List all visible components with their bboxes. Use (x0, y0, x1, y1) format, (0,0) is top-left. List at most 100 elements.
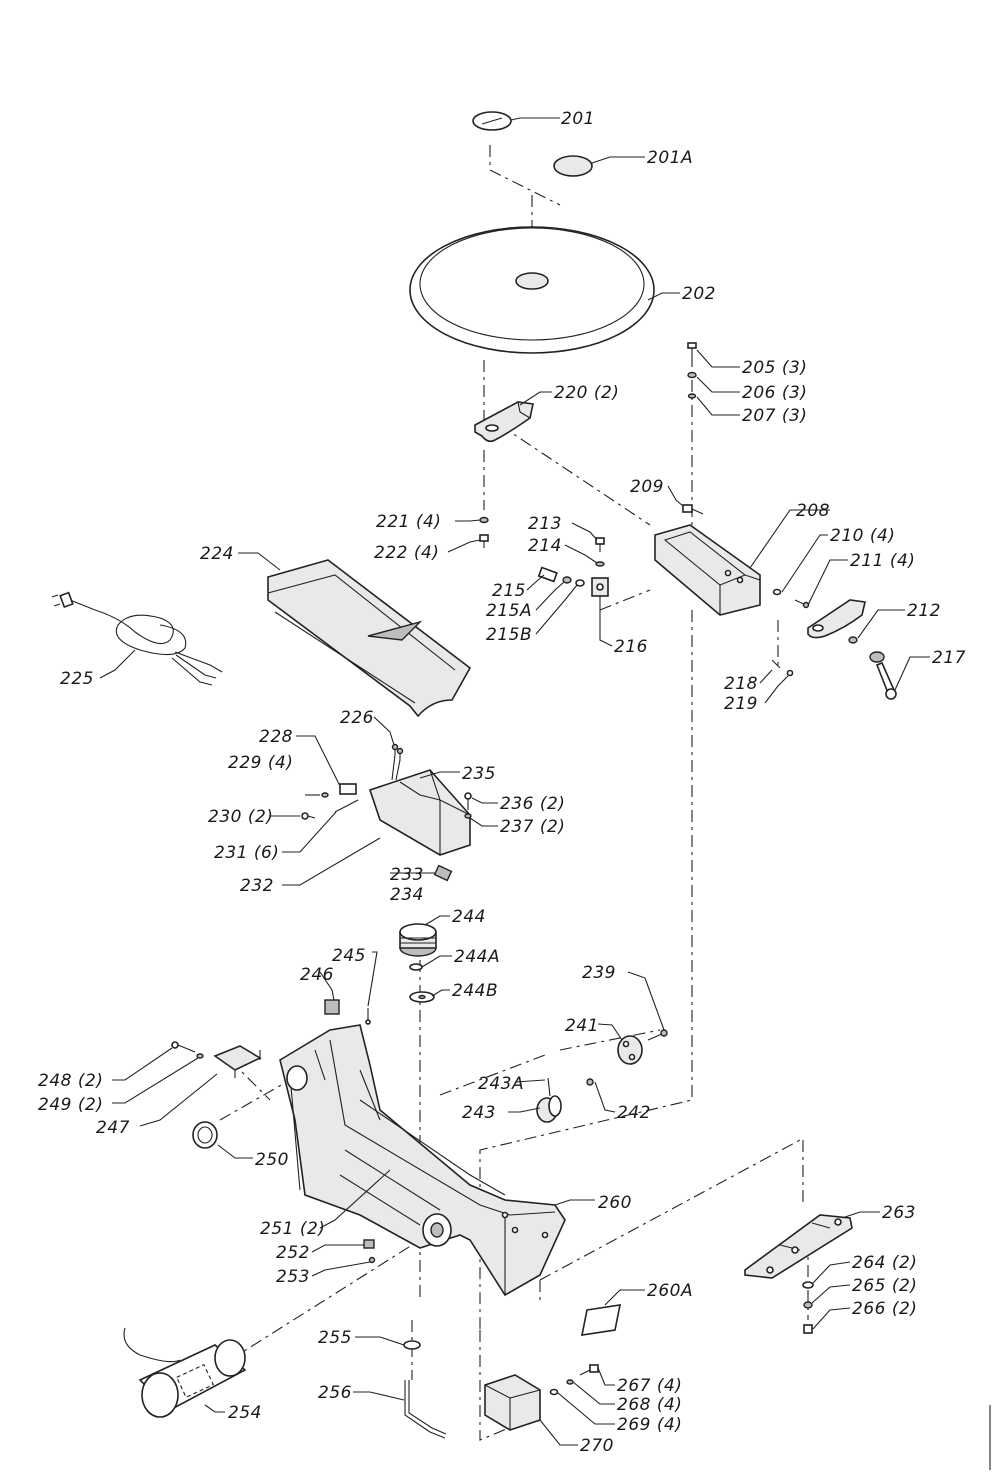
label-225: 225 (60, 669, 94, 689)
part-263-foot (744, 1214, 853, 1279)
part-217-handle (869, 651, 897, 700)
label-235: 235 (462, 764, 496, 784)
part-226-wires (391, 743, 404, 781)
part-242-nut (586, 1078, 594, 1086)
label-268: 268 (4) (617, 1395, 682, 1415)
label-243A: 243A (478, 1074, 524, 1094)
label-233: 233 (390, 865, 424, 885)
label-260: 260 (598, 1193, 632, 1213)
label-255: 255 (318, 1328, 352, 1348)
label-243: 243 (462, 1103, 496, 1123)
part-208-bracket (654, 524, 761, 616)
label-245: 245 (332, 946, 366, 966)
part-230-screw (301, 812, 316, 820)
label-212: 212 (907, 601, 941, 621)
part-252-clip (363, 1239, 375, 1249)
label-236: 236 (2) (500, 794, 565, 814)
part-248-screw (171, 1041, 196, 1053)
part-244-pulley (399, 923, 437, 957)
label-244: 244 (452, 907, 486, 927)
part-211-screw (794, 599, 810, 609)
part-228-label (339, 783, 357, 795)
part-254-motor (123, 1327, 247, 1418)
label-239: 239 (582, 963, 616, 983)
part-215-pin (537, 566, 558, 583)
part-270-box (484, 1374, 541, 1431)
part-236-screw (464, 792, 472, 810)
part-211-trunnion (807, 599, 866, 639)
callout-labels: 201 201A 202 205 (3) 206 (3) 207 (3) 220… (38, 109, 966, 1456)
label-218: 218 (724, 674, 758, 694)
part-247-bracket (213, 1045, 262, 1078)
part-207-washer (687, 393, 697, 399)
label-211: 211 (4) (850, 551, 915, 571)
label-213: 213 (528, 514, 562, 534)
part-220-trunnion (474, 401, 534, 443)
part-249-washer (196, 1053, 204, 1059)
label-242: 242 (617, 1103, 651, 1123)
label-214: 214 (528, 536, 562, 556)
part-201A-cap (553, 155, 593, 177)
part-231-rivet (334, 799, 359, 813)
label-224: 224 (200, 544, 234, 564)
label-201A: 201A (647, 148, 693, 168)
label-220: 220 (2) (554, 383, 619, 403)
part-214-washer (595, 561, 605, 567)
label-206: 206 (3) (742, 383, 807, 403)
label-208: 208 (796, 501, 830, 521)
label-202: 202 (682, 284, 716, 304)
label-221: 221 (4) (376, 512, 441, 532)
part-269-washer (549, 1388, 559, 1396)
part-205-screw (687, 342, 697, 356)
label-217: 217 (932, 648, 966, 668)
label-216: 216 (614, 637, 648, 657)
part-253-screw (368, 1256, 376, 1264)
label-230: 230 (2) (208, 807, 273, 827)
part-229-washer (321, 792, 329, 798)
part-246-clamp (324, 999, 340, 1015)
label-241: 241 (565, 1016, 599, 1036)
part-255-ring (403, 1340, 421, 1350)
part-202-table (409, 226, 655, 354)
leader-lines (99, 117, 930, 1446)
label-228: 228 (259, 727, 293, 747)
part-233-plug (433, 864, 453, 882)
part-244B-gear (409, 991, 435, 1003)
label-231: 231 (6) (214, 843, 279, 863)
part-219-pin (786, 669, 794, 677)
label-246: 246 (300, 965, 334, 985)
part-250-ring (192, 1121, 218, 1149)
part-264-washer (802, 1281, 814, 1289)
part-216-block (591, 577, 609, 597)
part-237-washer (464, 813, 472, 819)
label-248: 248 (2) (38, 1071, 103, 1091)
part-266-screw (803, 1324, 813, 1334)
part-267-screw (579, 1364, 599, 1376)
part-260A-label (580, 1304, 622, 1336)
part-239-screw (647, 1029, 668, 1041)
label-247: 247 (96, 1118, 130, 1138)
label-266: 266 (2) (852, 1299, 917, 1319)
part-244A-washer (409, 963, 423, 971)
label-209: 209 (630, 477, 664, 497)
label-251: 251 (2) (260, 1219, 325, 1239)
part-210-washer (772, 588, 782, 596)
label-215B: 215B (486, 625, 532, 645)
part-215B-washer (575, 579, 585, 587)
label-215: 215 (492, 581, 526, 601)
part-225-power-cord (51, 591, 223, 686)
label-226: 226 (340, 708, 374, 728)
part-224-guard (267, 559, 472, 718)
label-232: 232 (240, 876, 274, 896)
label-219: 219 (724, 694, 758, 714)
part-213-screw (595, 537, 605, 552)
label-234: 234 (390, 885, 424, 905)
label-222: 222 (4) (374, 543, 439, 563)
label-201: 201 (561, 109, 595, 129)
part-206-washer (687, 371, 697, 379)
label-267: 267 (4) (617, 1376, 682, 1396)
part-265-lockwasher (803, 1301, 813, 1309)
part-245-screw (365, 1008, 371, 1025)
part-256-rod (404, 1380, 447, 1439)
